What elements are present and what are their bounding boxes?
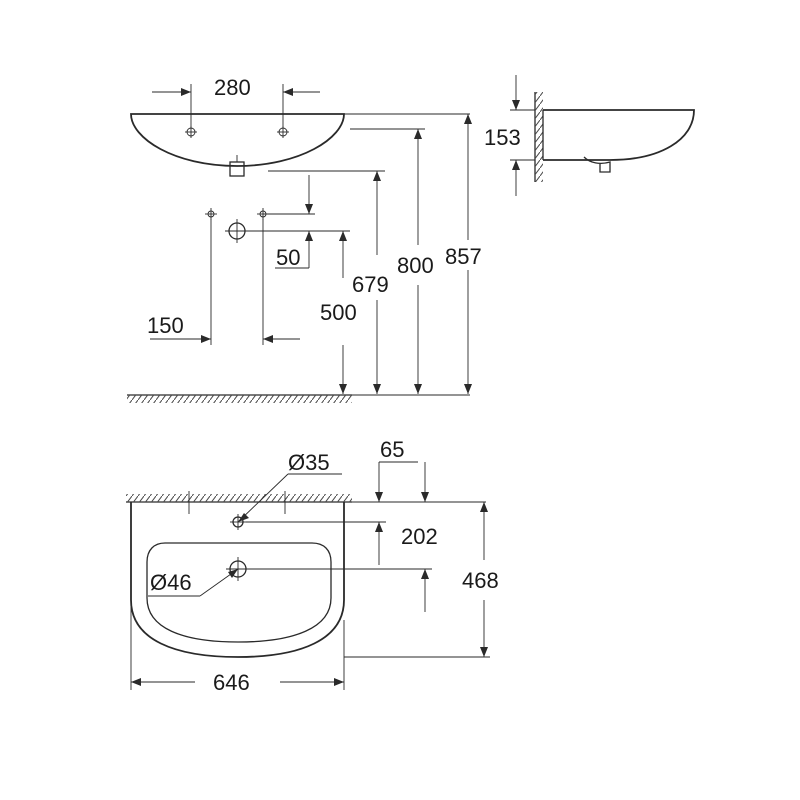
dim-side-depth: 153 bbox=[484, 125, 521, 150]
floor-hatch bbox=[127, 395, 352, 403]
bracket-hole-left bbox=[205, 208, 217, 220]
wall-hatch bbox=[535, 92, 543, 182]
dim-bracket-height: 500 bbox=[320, 300, 357, 325]
top-basin-outline bbox=[130, 502, 345, 658]
dim-tap-hole-spacing: 280 bbox=[214, 75, 251, 100]
dim-tap-hole-depth: 202 bbox=[401, 524, 438, 549]
side-view: 153 bbox=[484, 75, 695, 196]
front-waste-outlet bbox=[229, 161, 245, 177]
dim-tap-hole-offset: 65 bbox=[380, 437, 404, 462]
dim-rim-height: 800 bbox=[397, 253, 434, 278]
dim-basin-width: 646 bbox=[213, 670, 250, 695]
top-view: Ø35 65 202 Ø46 468 bbox=[126, 437, 499, 695]
front-view: 280 50 150 bbox=[127, 75, 482, 403]
front-basin-outline bbox=[130, 113, 345, 167]
dim-overflow-offset: 50 bbox=[276, 245, 300, 270]
dim-waste-height: 679 bbox=[352, 272, 389, 297]
dim-tap-hole-diameter: Ø35 bbox=[288, 450, 330, 475]
dim-bracket-spacing: 150 bbox=[147, 313, 184, 338]
top-wall-hatch bbox=[126, 494, 352, 502]
dim-basin-depth: 468 bbox=[462, 568, 499, 593]
top-bowl-outline bbox=[146, 542, 332, 643]
dim-top-height: 857 bbox=[445, 244, 482, 269]
side-waste-outlet bbox=[583, 156, 611, 173]
side-basin-outline bbox=[543, 109, 695, 161]
dim-waste-diameter: Ø46 bbox=[150, 570, 192, 595]
